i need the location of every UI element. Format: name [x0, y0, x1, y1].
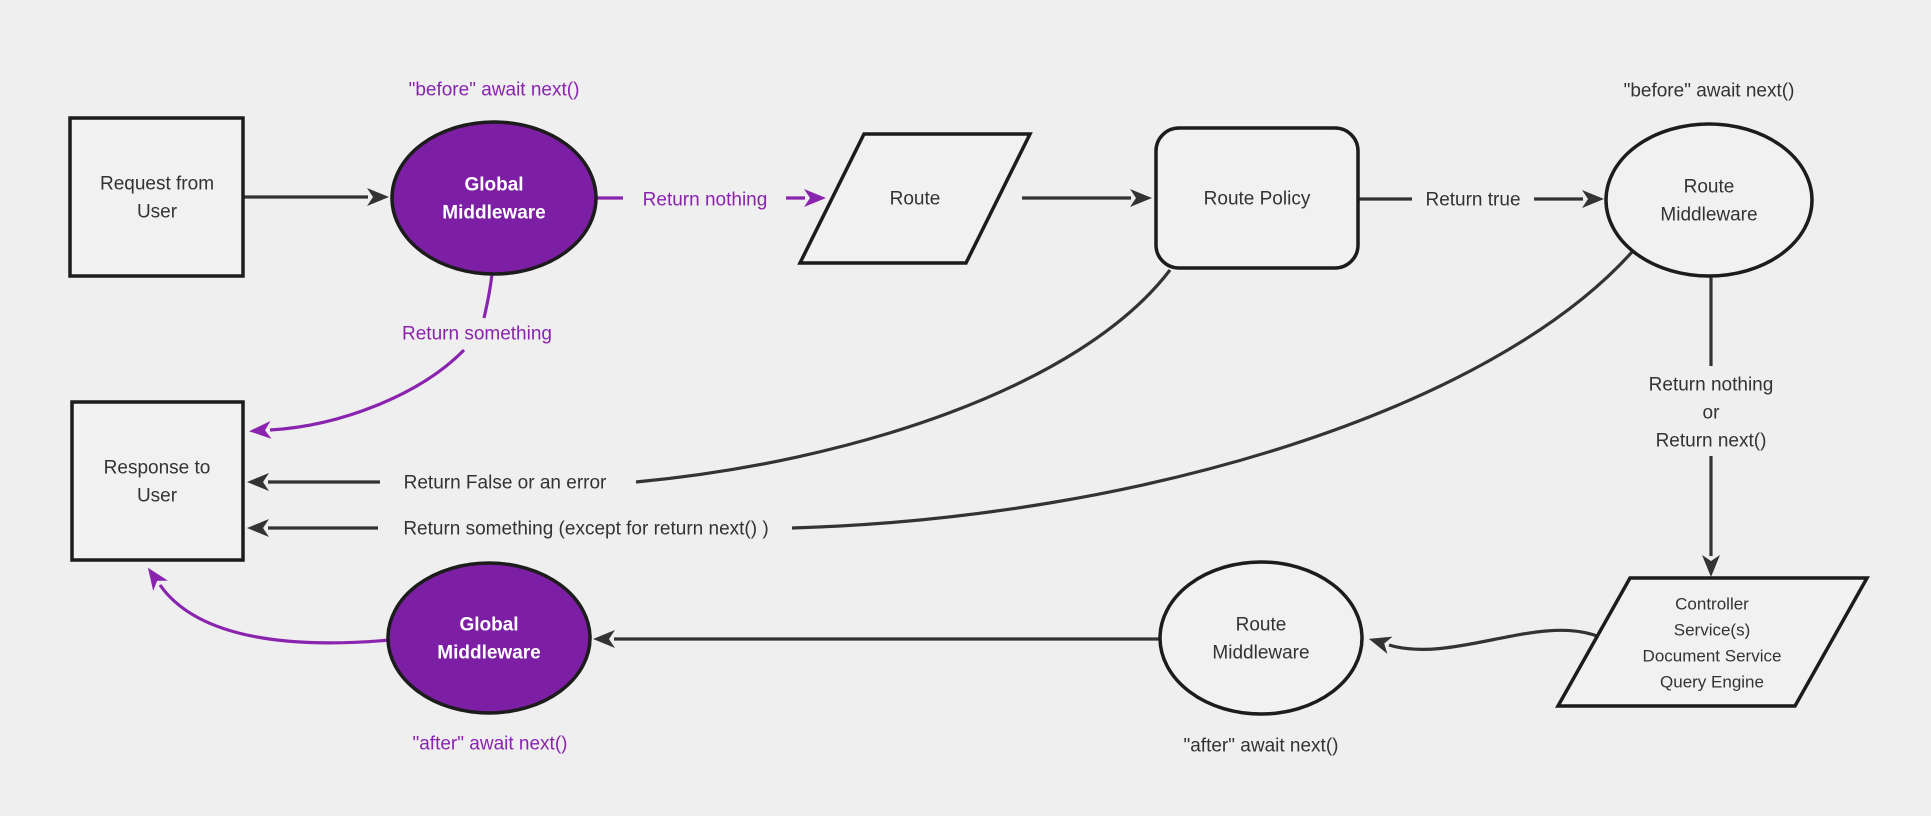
global-middleware-bottom-label: Global: [459, 615, 518, 636]
route-middleware-top-node: Route Middleware: [1604, 122, 1814, 278]
route-node: Route: [797, 132, 1033, 265]
global-middleware-top-label: Global: [464, 175, 523, 196]
global-middleware-bottom-node: Global Middleware: [386, 561, 592, 715]
route-middleware-bottom-label: Middleware: [1212, 643, 1309, 664]
route-policy-node: Route Policy: [1154, 126, 1360, 270]
before-await-next-route-label: "before" await next(): [1624, 81, 1795, 102]
return-nothing-or-next-label: Return nothing or Return next(): [1649, 375, 1774, 452]
route-middleware-bottom-node: Route Middleware: [1158, 560, 1364, 716]
return-nothing-label: Return nothing: [643, 190, 768, 211]
controller-services-label: Document Service: [1643, 647, 1782, 666]
return-true-label: Return true: [1425, 190, 1520, 211]
return-nothing-or-next-line: or: [1703, 403, 1721, 424]
route-middleware-bottom-ellipse: [1158, 560, 1364, 716]
edge-return-something-segment: [482, 273, 494, 319]
global-middleware-top-node: Global Middleware: [390, 120, 598, 276]
edge-global-bottom-to-response: [147, 567, 391, 645]
global-middleware-top-ellipse: [390, 120, 598, 276]
edge-controller-to-routemw-bottom: [1368, 628, 1598, 654]
return-false-or-error-label: Return False or an error: [404, 473, 607, 494]
edge-return-something-except-curve: [791, 250, 1634, 530]
route-policy-box: [1154, 126, 1360, 270]
route-middleware-top-label: Middleware: [1660, 205, 1757, 226]
before-await-next-global-label: "before" await next(): [409, 80, 580, 101]
after-await-next-global-label: "after" await next(): [413, 734, 568, 755]
response-to-user-box: [70, 400, 245, 562]
global-middleware-bottom-label: Middleware: [437, 643, 540, 664]
controller-services-label: Query Engine: [1660, 673, 1764, 692]
route-middleware-top-ellipse: [1604, 122, 1814, 278]
edge-return-false-curve: [635, 269, 1172, 484]
return-something-label: Return something: [402, 324, 552, 345]
request-from-user-label: Request from: [100, 174, 214, 195]
return-nothing-or-next-line: Return nothing: [1649, 375, 1774, 396]
route-parallelogram: [797, 132, 1033, 265]
controller-services-parallelogram: [1555, 576, 1870, 708]
route-policy-label: Route Policy: [1204, 189, 1311, 210]
response-to-user-label: Response to: [104, 458, 211, 479]
request-from-user-label: User: [137, 202, 178, 223]
route-middleware-top-label: Route: [1684, 177, 1735, 198]
response-to-user-node: Response to User: [70, 400, 245, 562]
route-middleware-bottom-label: Route: [1236, 615, 1287, 636]
controller-services-label: Controller: [1675, 595, 1749, 614]
request-from-user-box: [68, 116, 245, 278]
return-something-except-label: Return something (except for return next…: [403, 519, 768, 540]
controller-services-node: Controller Service(s) Document Service Q…: [1555, 576, 1870, 708]
global-middleware-bottom-ellipse: [386, 561, 592, 715]
response-to-user-label: User: [137, 486, 178, 507]
controller-services-label: Service(s): [1674, 621, 1751, 640]
request-from-user-node: Request from User: [68, 116, 245, 278]
route-label: Route: [890, 189, 941, 210]
edge-return-something-arrow: [249, 348, 466, 439]
after-await-next-route-label: "after" await next(): [1184, 736, 1339, 757]
return-nothing-or-next-line: Return next(): [1656, 431, 1767, 452]
global-middleware-top-label: Middleware: [442, 203, 545, 224]
